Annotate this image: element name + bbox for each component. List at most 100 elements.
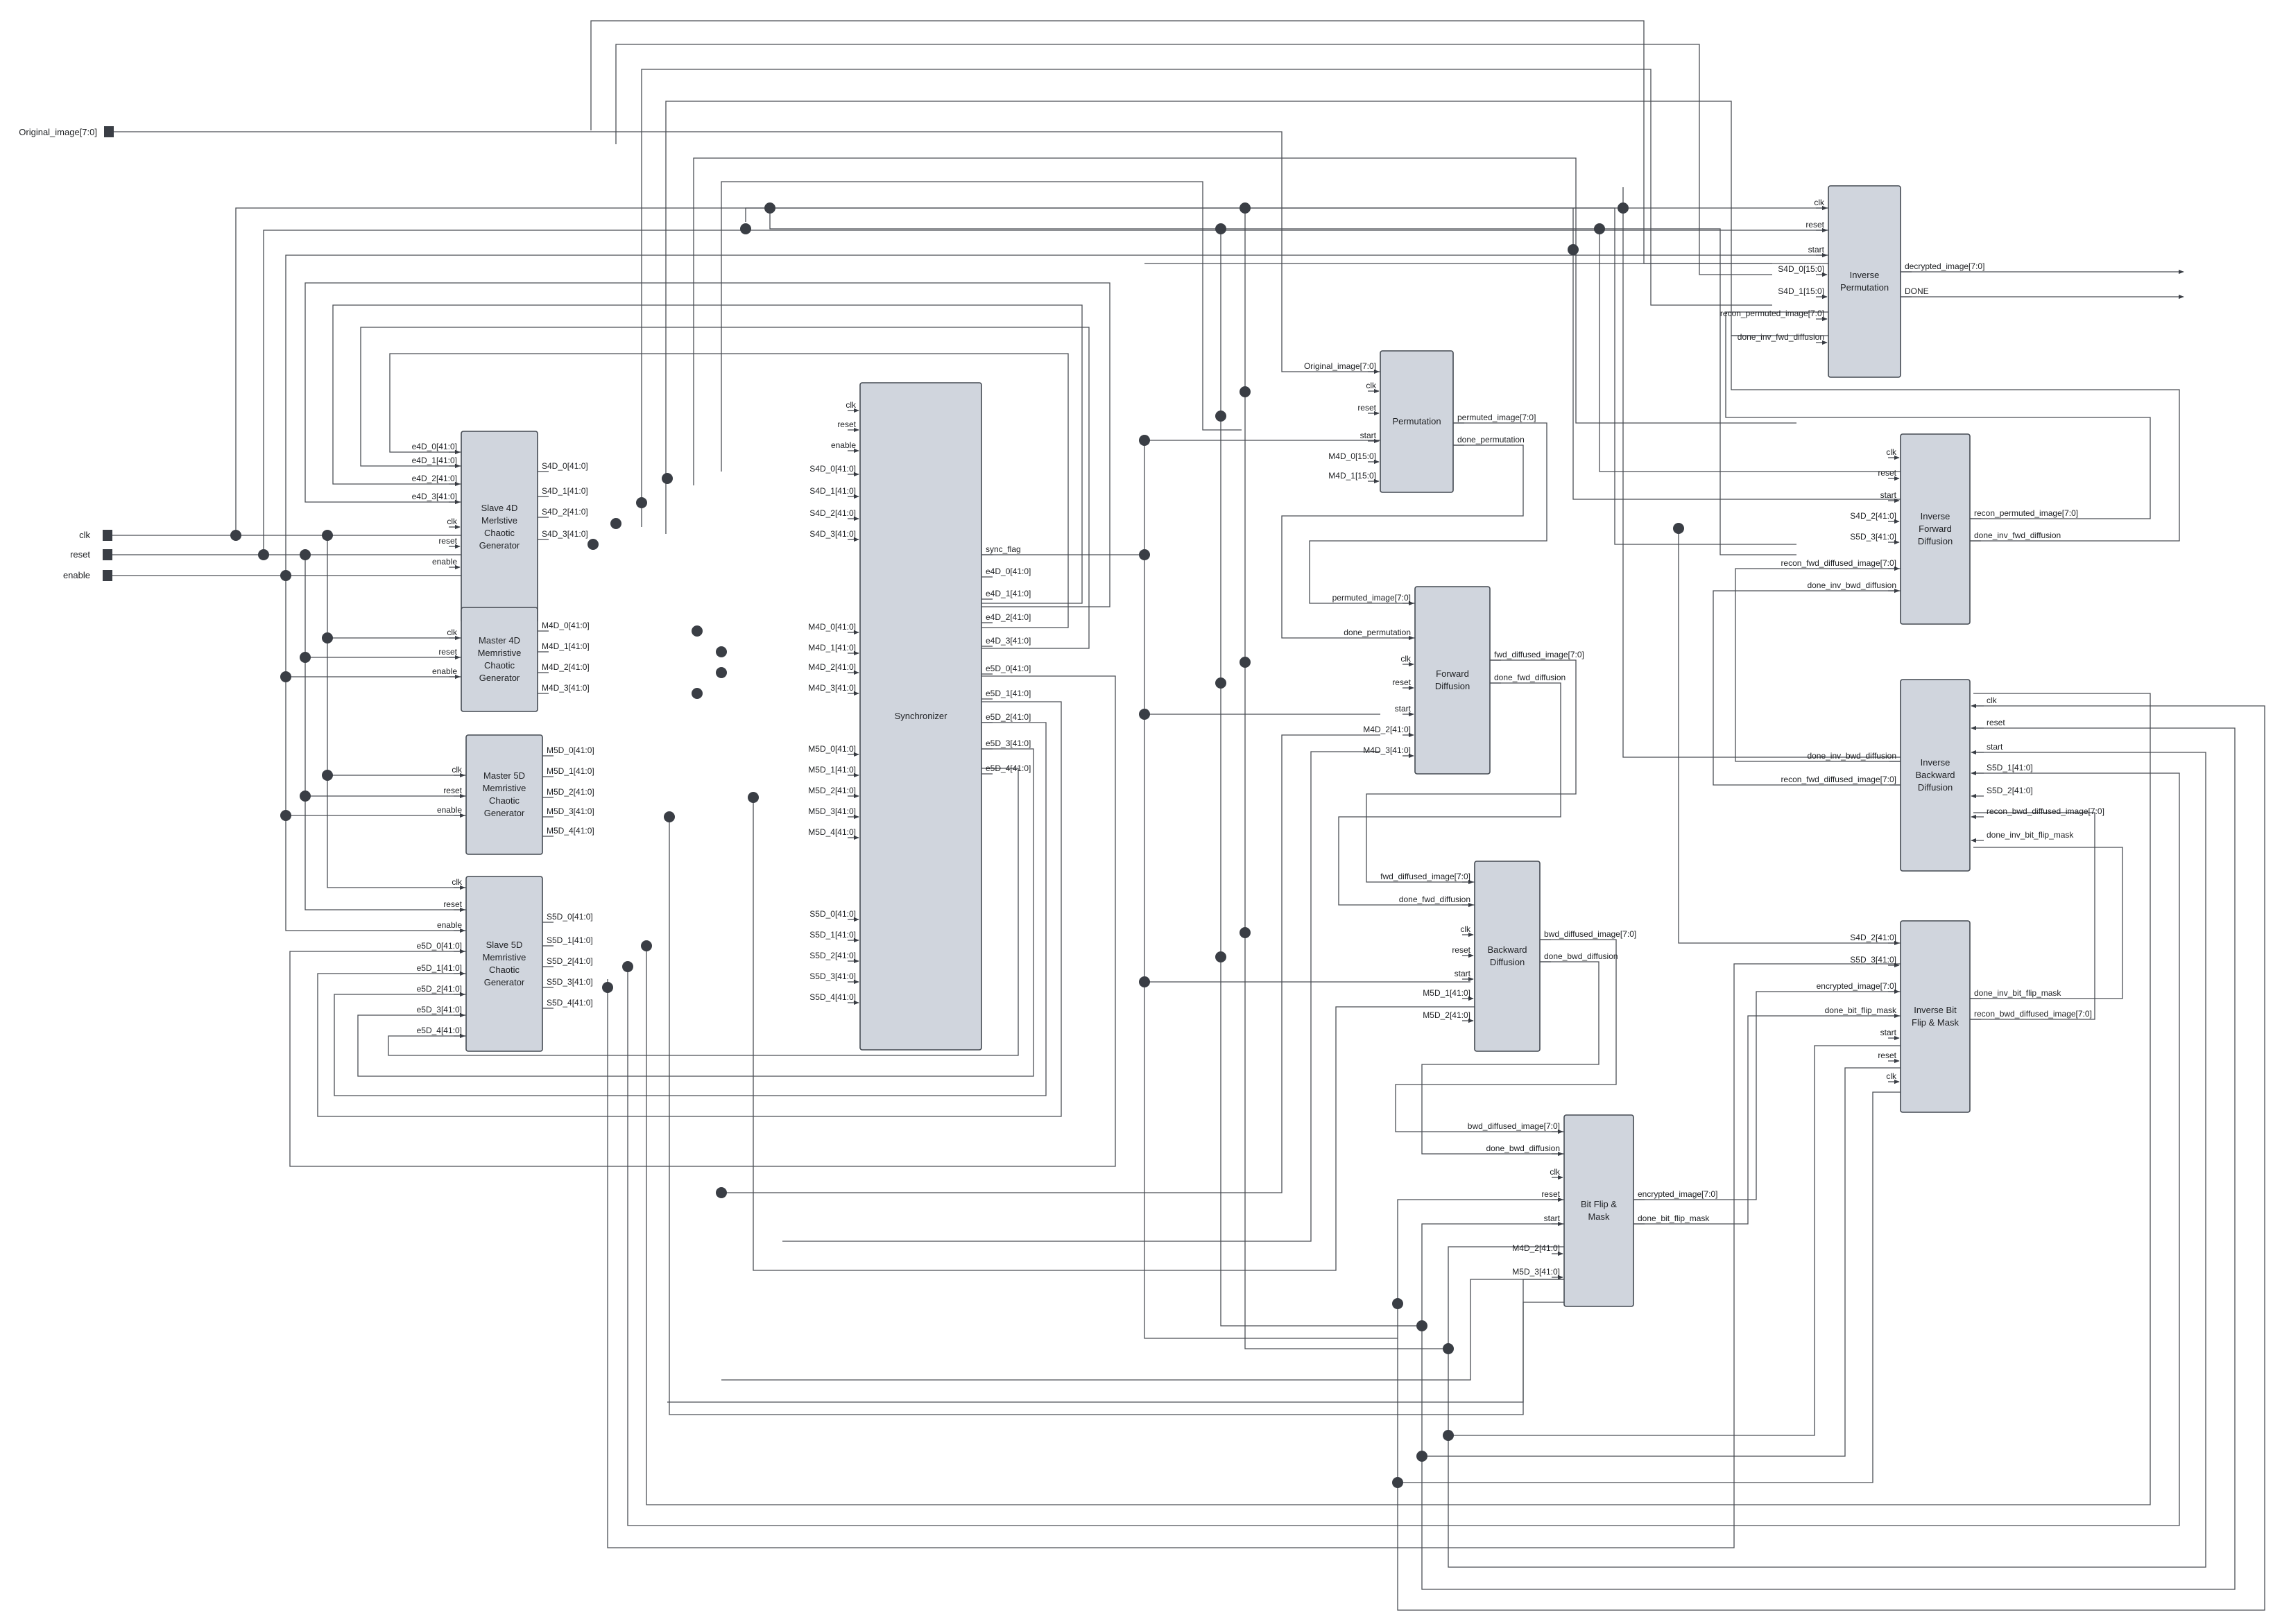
wire [263, 230, 1828, 555]
block-title-line: Forward [1436, 668, 1469, 679]
wire [389, 353, 1069, 628]
port-label: enable [437, 805, 462, 815]
wire [667, 1302, 1564, 1403]
wire [721, 181, 1242, 472]
port-label: e4D_1[41:0] [412, 456, 457, 465]
block-body [859, 382, 982, 1051]
input-label: enable [63, 570, 90, 580]
input-pad-icon [103, 549, 112, 560]
block-invbwd: InverseBackwardDiffusionclkresetstartS5D… [1781, 679, 2104, 872]
block-body [461, 431, 538, 623]
block-title-line: Chaotic [489, 965, 520, 975]
port-label: M4D_2[41:0] [1363, 725, 1411, 734]
block-title-line: Memristive [483, 952, 526, 962]
block-slave4d: Slave 4DMerlstiveChaoticGeneratore4D_0[4… [412, 431, 588, 623]
port-label: done_inv_fwd_diffusion [1974, 530, 2061, 540]
port-label: clk [1886, 1071, 1897, 1081]
port-label: M4D_1[15:0] [1328, 471, 1376, 481]
port-label: S5D_3[41:0] [1850, 532, 1896, 542]
port-label: reset [438, 647, 457, 657]
port-label: bwd_diffused_image[7:0] [1544, 929, 1636, 939]
block-body [1380, 350, 1454, 493]
port-label: reset [1392, 677, 1411, 687]
junction-dot [1443, 1343, 1454, 1354]
block-body [1563, 1114, 1634, 1307]
port-label: clk [452, 765, 463, 775]
input-pad-icon [103, 530, 112, 541]
wire [334, 722, 1047, 1096]
port-label: reset [1541, 1189, 1560, 1199]
junction-dot [622, 961, 633, 972]
port-label: fwd_diffused_image[7:0] [1380, 872, 1470, 881]
wire [360, 327, 1090, 649]
port-label: e5D_1[41:0] [986, 689, 1031, 698]
port-label: S5D_2[41:0] [809, 951, 856, 960]
port-label: encrypted_image[7:0] [1817, 981, 1896, 991]
port-label: M5D_1[41:0] [808, 765, 856, 775]
wire [1397, 705, 2265, 1611]
module-blocks: Slave 4DMerlstiveChaoticGeneratore4D_0[4… [412, 185, 2184, 1307]
wire [285, 576, 466, 931]
port-label: e5D_2[41:0] [986, 712, 1031, 722]
port-label: clk [1814, 198, 1825, 207]
port-label: M5D_0[41:0] [808, 744, 856, 754]
junction-dot [1215, 223, 1226, 234]
block-title-line: Generator [484, 808, 525, 818]
junction-dot [300, 549, 311, 560]
block-title-line: Backward [1487, 944, 1527, 955]
port-label: M5D_4[41:0] [808, 827, 856, 837]
block-slave5d: Slave 5DMemristiveChaoticGeneratorclkres… [417, 876, 593, 1052]
junction-dot [322, 632, 333, 643]
port-label: e5D_0[41:0] [417, 941, 462, 951]
port-label: DONE [1905, 286, 1929, 296]
port-label: S4D_0[15:0] [1778, 264, 1824, 274]
port-label: e5D_3[41:0] [417, 1005, 462, 1014]
wire [1713, 590, 1901, 786]
port-label: S5D_0[41:0] [547, 912, 593, 922]
wire [1633, 1015, 1901, 1225]
port-label: M5D_0[41:0] [547, 745, 594, 755]
port-label: e5D_4[41:0] [986, 763, 1031, 773]
port-label: clk [1886, 447, 1897, 457]
input-label: clk [79, 530, 90, 540]
port-label: M5D_2[41:0] [1423, 1010, 1470, 1020]
junction-dot [1139, 435, 1150, 446]
port-label: clk [846, 400, 857, 410]
wire [1448, 1246, 1564, 1349]
port-label: e4D_3[41:0] [986, 636, 1031, 646]
wire [305, 282, 1110, 607]
wire [1366, 659, 1577, 883]
wire [1398, 1091, 1901, 1483]
wire [607, 963, 1901, 1548]
port-label: M4D_2[41:0] [542, 662, 590, 672]
wire [1395, 939, 1617, 1132]
wire [1970, 847, 2123, 999]
port-label: e5D_1[41:0] [417, 963, 462, 973]
port-label: sync_flag [986, 544, 1021, 554]
block-master4d: Master 4DMemristiveChaoticGeneratorclkre… [432, 607, 590, 712]
port-label: recon_fwd_diffused_image[7:0] [1781, 775, 1896, 784]
wire [1633, 991, 1901, 1200]
wire [1397, 1199, 1564, 1304]
block-title-line: Inverse Bit [1914, 1005, 1957, 1015]
junction-dot [1240, 386, 1251, 397]
port-label: done_inv_bwd_diffusion [1807, 580, 1896, 590]
port-label: enable [432, 557, 457, 567]
block-title-line: Chaotic [484, 528, 515, 538]
junction-dot [1673, 523, 1684, 534]
wire [332, 304, 1083, 604]
port-label: e5D_2[41:0] [417, 984, 462, 994]
port-label: clk [1460, 924, 1471, 934]
port-label: Original_image[7:0] [1304, 361, 1376, 371]
port-label: S4D_0[41:0] [809, 464, 856, 474]
port-label: fwd_diffused_image[7:0] [1494, 650, 1584, 659]
port-label: reset [1357, 403, 1376, 413]
port-label: e4D_2[41:0] [412, 474, 457, 483]
block-perm: PermutationOriginal_image[7:0]clkresetst… [1304, 350, 1536, 493]
junction-dot [280, 810, 291, 821]
junction-dot [258, 549, 269, 560]
wire [111, 131, 1380, 372]
block-title-line: Forward [1919, 524, 1952, 534]
block-body [461, 607, 538, 712]
junction-dot [300, 791, 311, 802]
